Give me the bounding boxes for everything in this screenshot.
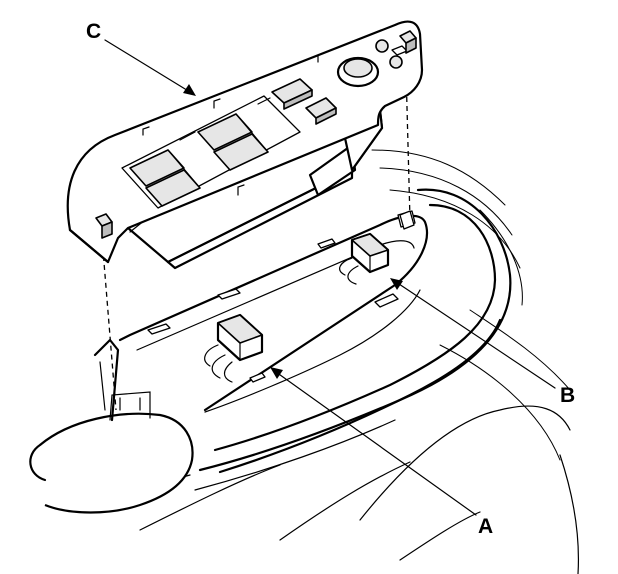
leader-arrows xyxy=(104,39,556,516)
connector-b xyxy=(339,232,390,285)
door-panel-curves xyxy=(371,149,580,574)
connector-a xyxy=(204,313,264,383)
switch-panel xyxy=(66,20,424,270)
callout-a: A xyxy=(478,515,493,538)
callout-c: C xyxy=(86,20,101,43)
armrest-front-cap xyxy=(29,338,194,514)
callout-b: B xyxy=(560,384,575,407)
alignment-guides xyxy=(101,69,411,411)
